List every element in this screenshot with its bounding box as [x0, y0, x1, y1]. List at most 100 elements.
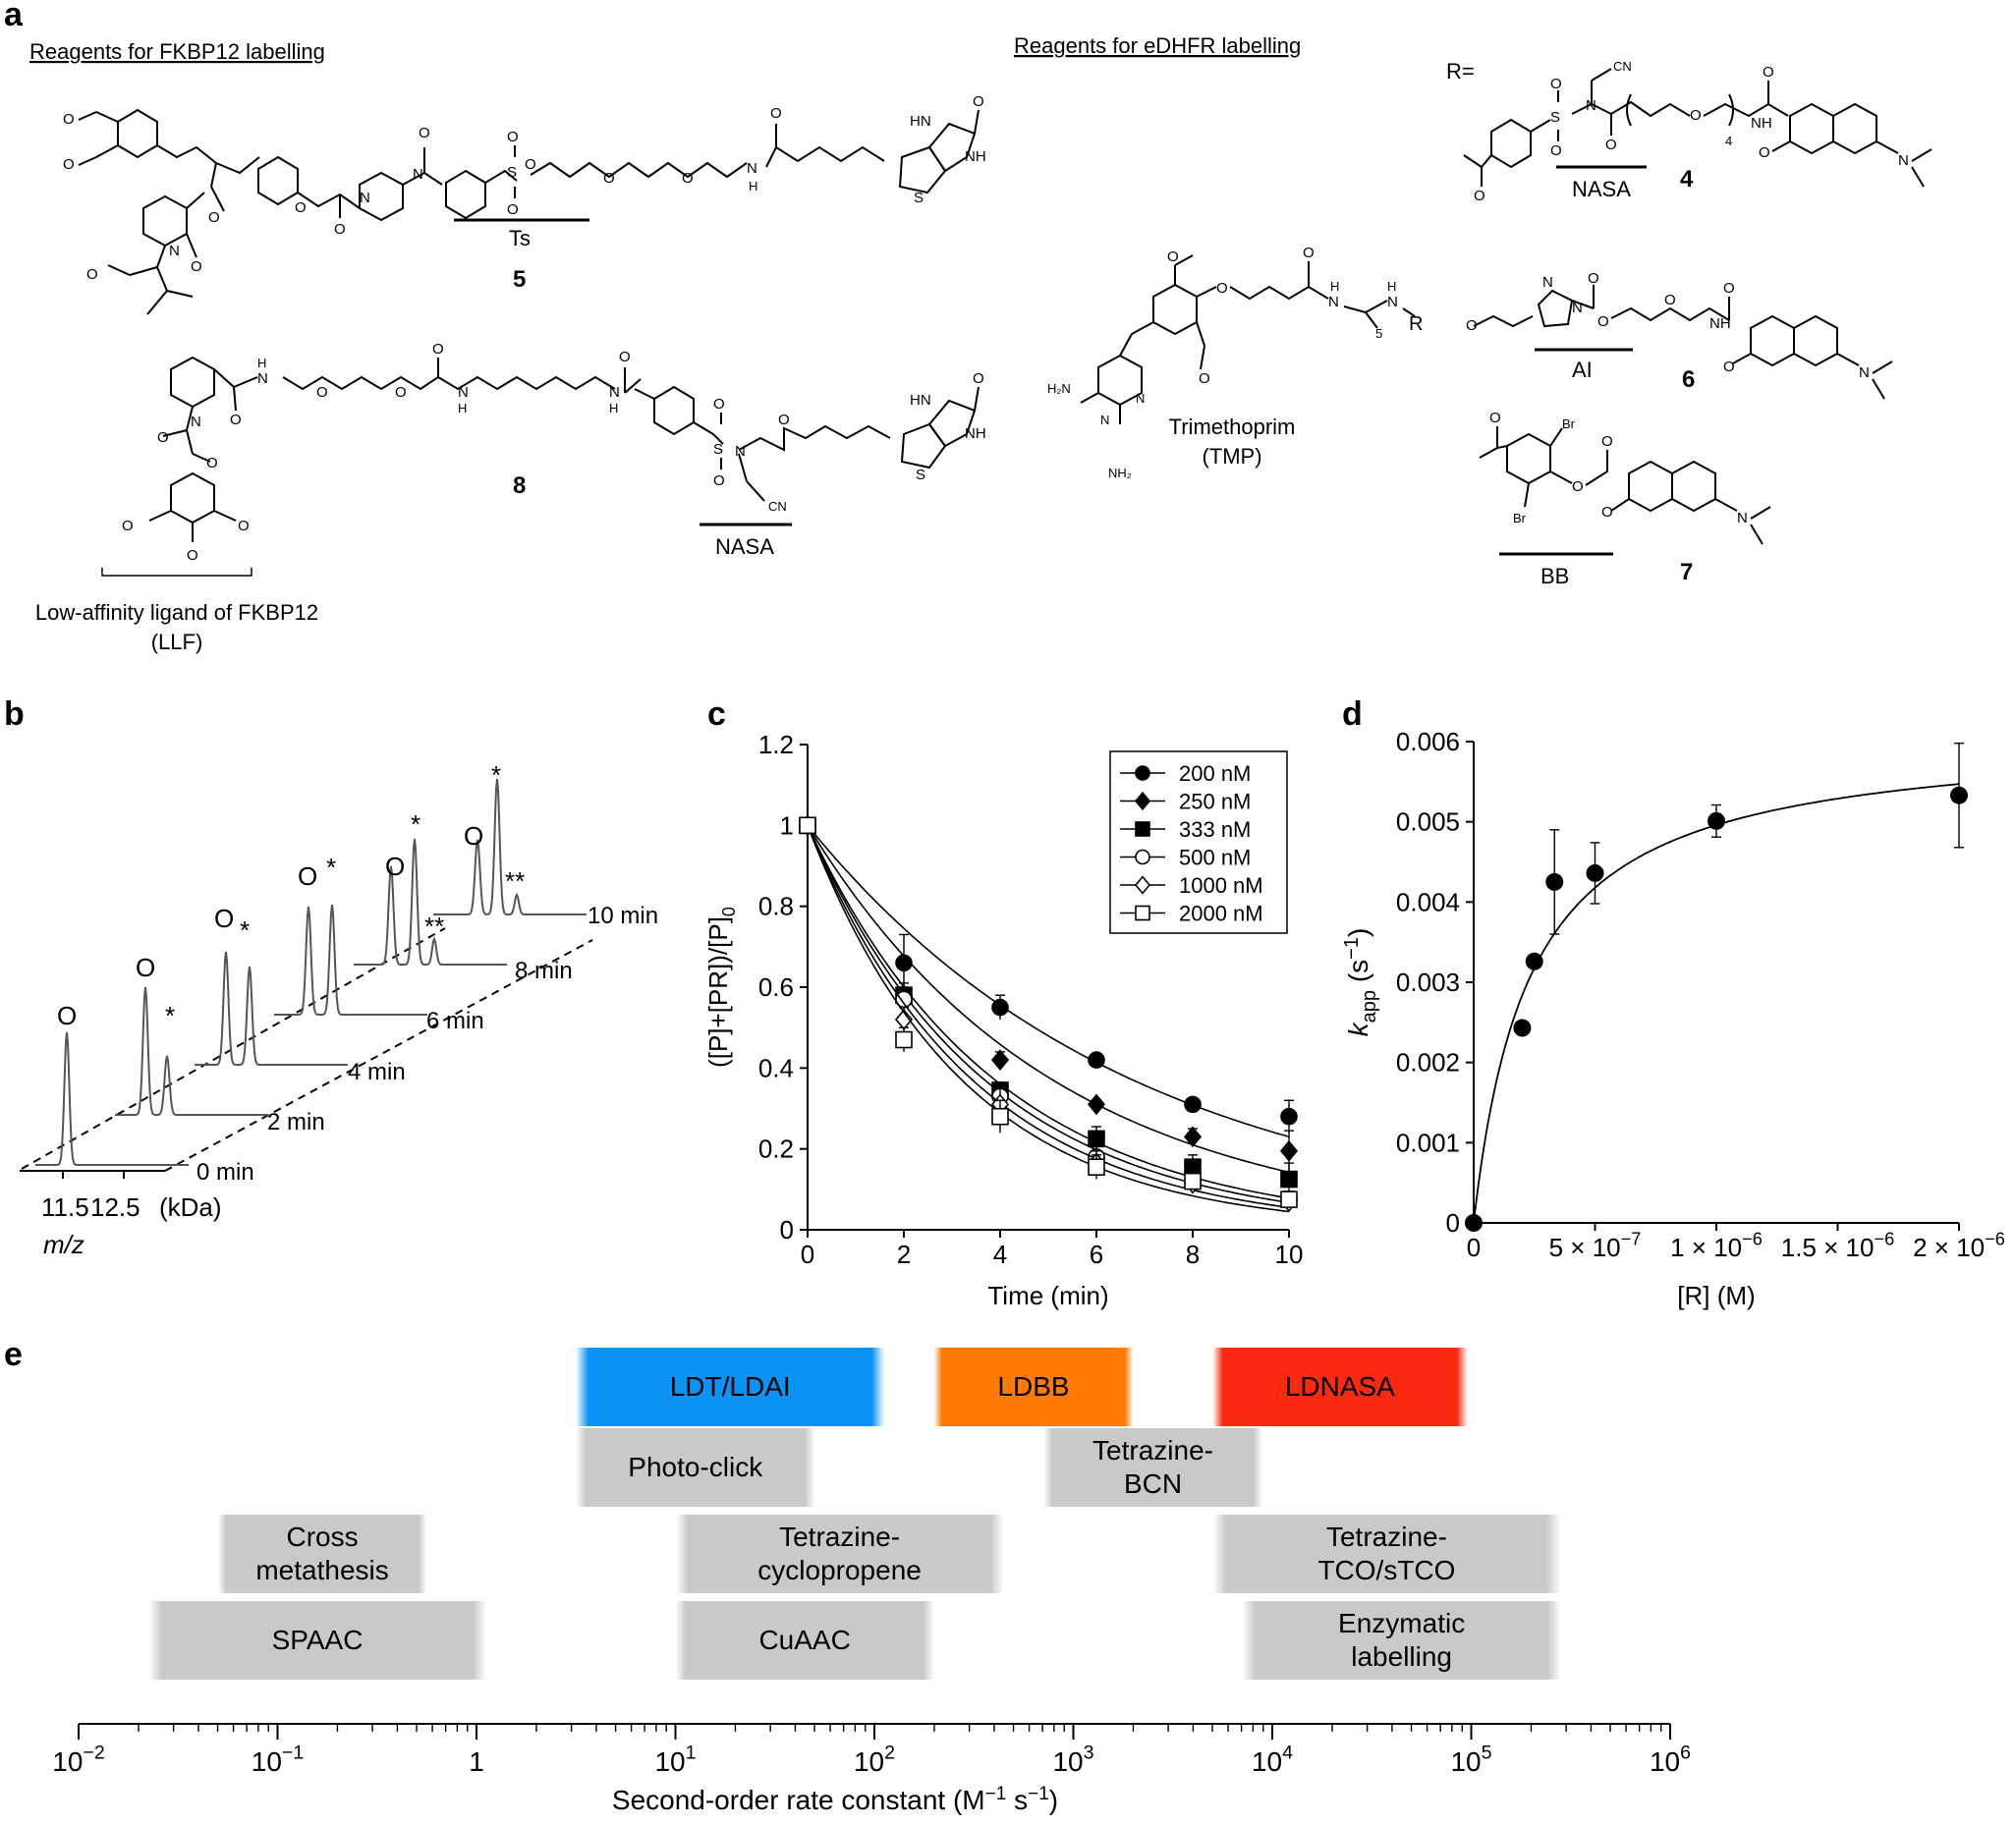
d-data-point [1525, 952, 1543, 970]
tag-ts: Ts [509, 226, 531, 250]
svg-text:H: H [1330, 279, 1339, 294]
svg-text:NH: NH [965, 148, 986, 165]
svg-text:O: O [334, 221, 346, 238]
mass-spectra-stack [21, 778, 593, 1172]
c-legend-label: 2000 nM [1179, 902, 1263, 926]
panel-label-e: e [4, 1336, 23, 1373]
svg-text:CN: CN [1613, 59, 1632, 74]
c-fit-curve [807, 824, 1290, 1199]
svg-text:O: O [206, 455, 218, 471]
d-data-point [1708, 811, 1725, 830]
c-data-point [1183, 1126, 1203, 1148]
svg-text:N: N [609, 384, 620, 401]
svg-text:O: O [682, 170, 694, 187]
compound-4-structure [1463, 68, 1932, 188]
d-x-tick-label: 1 × 10−6 [1670, 1229, 1763, 1262]
svg-text:N: N [1572, 300, 1583, 316]
d-data-point [1513, 1019, 1532, 1037]
c-y-tick-label: 0.8 [758, 892, 794, 921]
spectrum-trace-10min [433, 778, 587, 915]
svg-text:Br: Br [1513, 511, 1527, 526]
d-x-tick-label: 2 × 10−6 [1913, 1229, 2005, 1262]
c-legend-marker [1135, 821, 1150, 837]
svg-text:O: O [1601, 433, 1613, 450]
c-data-point [1184, 1095, 1202, 1114]
c-x-tick-label: 6 [1090, 1240, 1103, 1269]
rate-range-bar [1212, 1348, 1468, 1426]
compound-4-atoms: O S O O N CN O O 4 NH O O N [1474, 59, 1909, 204]
compound-7-structure [1479, 426, 1771, 545]
time-label-10: 10 min [588, 903, 658, 929]
rate-range-bar [576, 1348, 885, 1426]
rate-range-bar [147, 1601, 487, 1680]
c-y-tick-label: 0.2 [758, 1134, 794, 1164]
time-label-2: 2 min [267, 1109, 325, 1135]
c-x-axis-label: Time (min) [987, 1281, 1108, 1310]
tag-ai: AI [1572, 358, 1593, 382]
rate-range-label: Tetrazine- [1326, 1522, 1447, 1552]
c-data-point [991, 998, 1009, 1017]
svg-text:H: H [257, 356, 266, 370]
d-y-tick-label: 0.006 [1396, 727, 1460, 756]
svg-text:O: O [1550, 76, 1562, 92]
peak-marker-o-2: O [136, 953, 155, 982]
d-y-tick-label: 0 [1446, 1208, 1460, 1238]
svg-text:O: O [713, 396, 725, 413]
c-data-point [1279, 1139, 1299, 1162]
svg-text:O: O [187, 547, 198, 564]
e-x-tick-label: 102 [854, 1742, 895, 1777]
llf-label-line2: (LLF) [151, 630, 203, 654]
c-legend-label: 200 nM [1179, 761, 1251, 786]
svg-text:O: O [1763, 64, 1774, 81]
svg-text:S: S [507, 164, 517, 181]
svg-text:O: O [713, 472, 725, 489]
time-label-8: 8 min [515, 958, 573, 984]
peak-marker-dstar-10: ** [505, 866, 525, 896]
tag-bb: BB [1540, 564, 1569, 588]
svg-text:O: O [973, 93, 984, 110]
svg-text:N: N [413, 166, 423, 183]
c-x-tick-label: 0 [801, 1240, 814, 1269]
svg-text:O: O [973, 370, 984, 387]
peak-marker-o-0: O [57, 1001, 77, 1030]
c-legend-marker [1134, 875, 1151, 895]
svg-text:O: O [419, 125, 430, 141]
rate-range-bar [1212, 1515, 1561, 1593]
spectra-guide-right [164, 939, 593, 1172]
time-label-0: 0 min [196, 1159, 254, 1186]
mz-axis: 11.5 12.5 (kDa) m/z [20, 1170, 222, 1259]
svg-text:N: N [1542, 274, 1553, 291]
d-x-tick-label: 0 [1467, 1233, 1481, 1262]
compound-8-label: 8 [513, 472, 526, 499]
svg-text:O: O [238, 518, 250, 534]
svg-text:O: O [507, 129, 519, 145]
svg-text:S: S [914, 190, 924, 206]
e-x-axis-label: Second-order rate constant (M−1 s−1) [612, 1784, 1058, 1816]
svg-text:N: N [1859, 364, 1870, 381]
svg-text:O: O [603, 170, 615, 187]
c-fit-curve [807, 824, 1290, 1138]
c-data-point [895, 1030, 913, 1049]
svg-text:O: O [122, 518, 134, 534]
d-data-point [1586, 863, 1604, 882]
svg-text:O: O [1167, 249, 1179, 265]
svg-text:O: O [208, 209, 220, 226]
tag-nasa-8: NASA [715, 534, 774, 559]
c-legend-marker [1134, 791, 1151, 811]
rate-range-label: BCN [1124, 1468, 1182, 1499]
c-y-tick-label: 1.2 [758, 730, 794, 759]
svg-text:O: O [295, 199, 307, 216]
e-x-tick-label: 10−2 [52, 1742, 105, 1777]
svg-text:O: O [1723, 280, 1735, 297]
llf-label-line1: Low-affinity ligand of FKBP12 [35, 600, 318, 625]
c-data-point [799, 816, 816, 835]
rate-range-bar [933, 1348, 1134, 1426]
time-label-6: 6 min [426, 1008, 484, 1034]
peak-marker-star-2: * [165, 1001, 175, 1030]
svg-text:R: R [1409, 313, 1423, 335]
rate-range-label: LDT/LDAI [670, 1371, 791, 1402]
svg-text:N: N [1586, 97, 1596, 114]
